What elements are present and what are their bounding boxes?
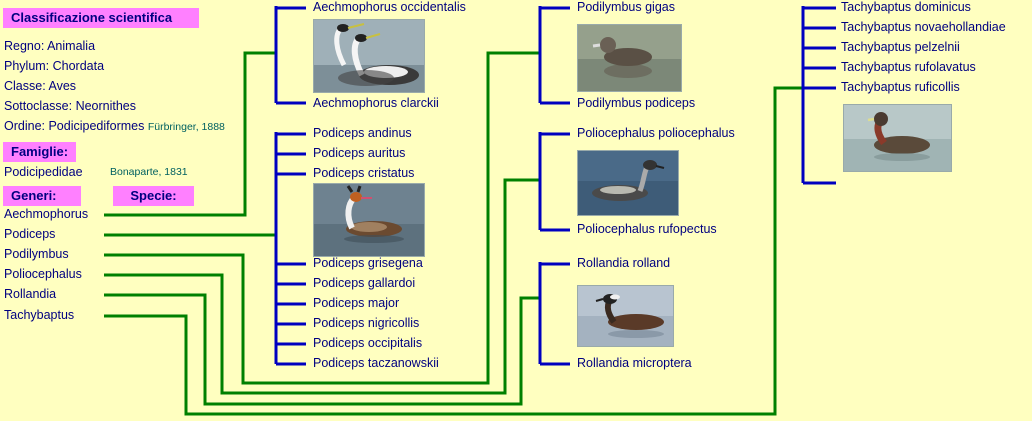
species-item: Podiceps occipitalis bbox=[313, 336, 423, 350]
species-header: Specie: bbox=[113, 186, 194, 206]
species-item: Podiceps nigricollis bbox=[313, 316, 420, 330]
species-item: Tachybaptus ruficollis bbox=[841, 80, 960, 94]
species-item: Tachybaptus pelzelnii bbox=[841, 40, 960, 54]
connector-poliocephalus bbox=[104, 178, 540, 395]
genus-poliocephalus: Poliocephalus bbox=[4, 267, 82, 281]
species-item: Tachybaptus dominicus bbox=[841, 0, 971, 14]
species-item: Podiceps grisegena bbox=[313, 256, 423, 270]
species-item: Podiceps cristatus bbox=[313, 166, 415, 180]
genus-rollandia: Rollandia bbox=[4, 287, 57, 301]
species-item: Rollandia rolland bbox=[577, 256, 671, 270]
species-item: Tachybaptus rufolavatus bbox=[841, 60, 976, 74]
species-item: Podiceps major bbox=[313, 296, 400, 310]
sottoclasse-text: Sottoclasse: Neornithes bbox=[4, 99, 137, 113]
connector-aechmophorus bbox=[104, 51, 276, 217]
species-item: Poliocephalus rufopectus bbox=[577, 222, 717, 236]
species-item: Poliocephalus poliocephalus bbox=[577, 126, 735, 140]
genus-podiceps: Podiceps bbox=[4, 227, 56, 241]
family-name: Podicipedidae bbox=[4, 165, 83, 179]
species-item: Podilymbus gigas bbox=[577, 0, 675, 14]
connector-tachybaptus bbox=[104, 86, 803, 416]
species-item: Podiceps auritus bbox=[313, 146, 406, 160]
species-item: Podilymbus podiceps bbox=[577, 96, 696, 110]
family-author: Bonaparte, 1831 bbox=[110, 166, 188, 178]
ordine-name: Ordine: Podicipediformes bbox=[4, 119, 145, 133]
genus-connectors bbox=[104, 51, 803, 416]
great-crested-grebe-photo bbox=[313, 183, 425, 257]
western-grebe-photo bbox=[313, 19, 425, 93]
little-grebe-photo bbox=[843, 104, 952, 172]
ordine-text: Ordine: Podicipediformes Fürbringer, 188… bbox=[4, 119, 225, 135]
families-header: Famiglie: bbox=[3, 142, 77, 162]
species-item: Tachybaptus novaehollandiae bbox=[841, 20, 1006, 34]
species-item: Podiceps gallardoi bbox=[313, 276, 416, 290]
species-item: Aechmophorus occidentalis bbox=[313, 0, 466, 14]
genera-header: Generi: bbox=[3, 186, 81, 206]
phylum-text: Phylum: Chordata bbox=[4, 59, 105, 73]
species-item: Rollandia microptera bbox=[577, 356, 692, 370]
connector-podilymbus bbox=[104, 51, 540, 385]
species-item: Podiceps andinus bbox=[313, 126, 412, 140]
ordine-author: Fürbringer, 1888 bbox=[147, 121, 225, 133]
species-item: Aechmophorus clarckii bbox=[313, 96, 439, 110]
species-connectors bbox=[274, 6, 836, 366]
connector-rollandia bbox=[104, 293, 540, 406]
hoary-headed-grebe-photo bbox=[577, 150, 679, 216]
classe-text: Classe: Aves bbox=[4, 79, 77, 93]
regno-text: Regno: Animalia bbox=[4, 39, 96, 53]
genus-tachybaptus: Tachybaptus bbox=[4, 308, 75, 322]
genus-podilymbus: Podilymbus bbox=[4, 247, 69, 261]
species-item: Podiceps taczanowskii bbox=[313, 356, 439, 370]
genus-aechmophorus: Aechmophorus bbox=[4, 207, 89, 221]
white-tufted-grebe-photo bbox=[577, 285, 674, 347]
pied-billed-grebe-photo bbox=[577, 24, 682, 92]
classification-header: Classificazione scientifica bbox=[3, 8, 199, 28]
